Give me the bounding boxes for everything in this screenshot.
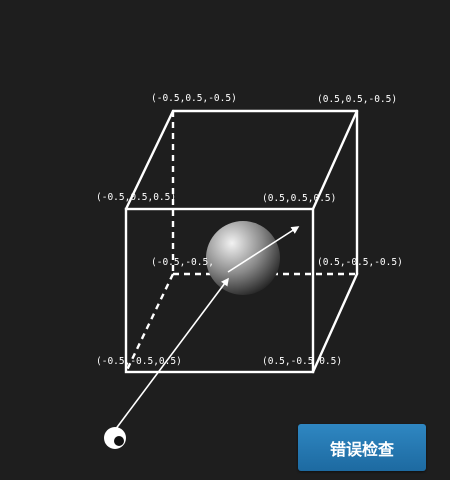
ray-arrow-through — [227, 226, 300, 273]
corner-label-front-bottom-right: (0.5,-0.5,0.5) — [262, 356, 342, 367]
hidden-edge-bottom-left-depth — [124, 273, 175, 373]
corner-label-back-bottom-left: (-0.5,-0.5, — [151, 257, 214, 268]
eye-icon — [104, 427, 126, 449]
corner-label-front-top-right: (0.5,0.5,0.5) — [262, 193, 336, 204]
corner-label-back-top-right: (0.5,0.5,-0.5) — [317, 94, 397, 105]
error-check-button[interactable]: 错误检查 — [298, 424, 426, 471]
front-face — [124, 207, 315, 374]
corner-label-back-bottom-right: (0.5,-0.5,-0.5) — [317, 257, 403, 268]
ray-arrow-to-sphere — [114, 277, 229, 431]
edge-bottom-right-depth — [311, 272, 359, 374]
corner-label-front-top-left: (-0.5,0.5,0.5) — [96, 192, 176, 203]
edge-top-right-depth — [311, 109, 359, 211]
edge-top-left-depth — [124, 109, 175, 211]
corner-label-back-top-left: (-0.5,0.5,-0.5) — [151, 93, 237, 104]
sphere — [206, 221, 280, 295]
corner-label-front-bottom-left: (-0.5,-0.5,0.5) — [96, 356, 182, 367]
